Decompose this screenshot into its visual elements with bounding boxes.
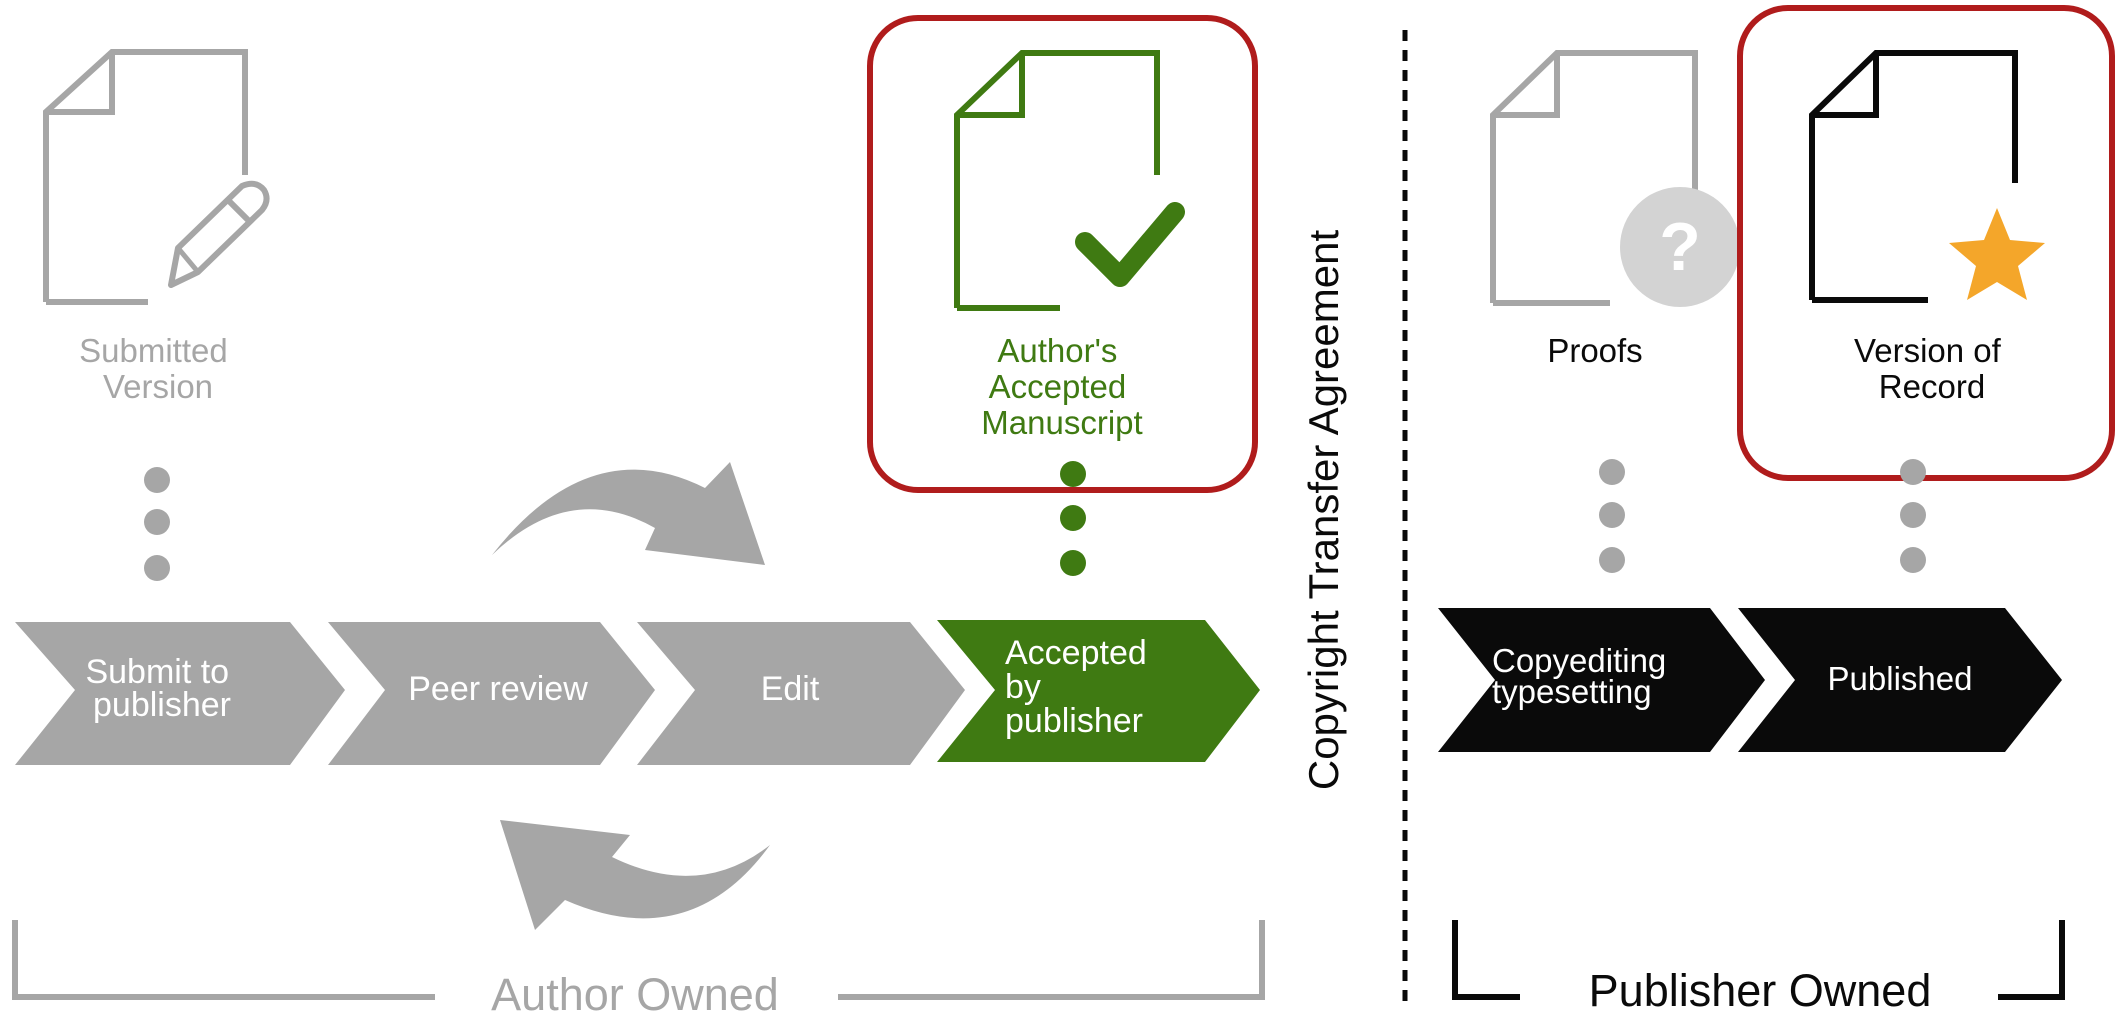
revision-arrow-back xyxy=(500,820,770,930)
pencil-icon xyxy=(168,180,270,288)
connector-dots xyxy=(1599,459,1625,573)
star-icon xyxy=(1949,208,2045,300)
accepted-label-line1: Author's xyxy=(997,332,1117,369)
step-published: Published xyxy=(1738,608,2062,752)
author-owned-label: Author Owned xyxy=(491,969,779,1018)
submitted-label-line2: Version xyxy=(103,368,213,405)
connector-dots xyxy=(144,467,170,581)
checkmark-icon xyxy=(1075,202,1185,287)
step-label-line2: typesetting xyxy=(1492,673,1652,710)
highlight-box xyxy=(867,15,1258,493)
document-icon xyxy=(43,49,248,302)
svg-text:?: ? xyxy=(1659,209,1701,285)
accepted-manuscript-document: Author's Accepted Manuscript xyxy=(867,15,1258,576)
submitted-version-document: Submitted Version xyxy=(43,49,270,581)
step-copyediting-typesetting: Copyediting typesetting xyxy=(1438,608,1765,752)
publisher-owned-bracket: Publisher Owned xyxy=(1452,920,2065,1016)
step-label-line2: publisher xyxy=(93,686,231,724)
step-label-line2: by xyxy=(1005,668,1041,706)
record-label-line1: Version of xyxy=(1854,332,2002,369)
accepted-label-line3: Manuscript xyxy=(981,404,1142,441)
step-edit: Edit xyxy=(637,622,965,765)
record-label-line2: Record xyxy=(1879,368,1985,405)
svg-text:Copyediting typesetting: Copyediting typesetting xyxy=(1492,642,1675,710)
step-submit-to-publisher: Submit to publisher xyxy=(15,622,345,765)
submitted-label-line1: Submitted xyxy=(79,332,228,369)
author-owned-bracket: Author Owned xyxy=(12,920,1265,1020)
revision-arrow-forward xyxy=(492,462,765,565)
connector-dots xyxy=(1900,459,1926,573)
step-label: Published xyxy=(1828,660,1973,697)
step-label-line1: Copyediting xyxy=(1492,642,1666,679)
step-label: Peer review xyxy=(408,670,588,708)
proofs-document: ? Proofs xyxy=(1490,50,1740,573)
step-label: Edit xyxy=(761,670,820,708)
step-label-line1: Accepted xyxy=(1005,634,1147,672)
step-label-line3: publisher xyxy=(1005,702,1143,740)
copyright-transfer-label: Copyright Transfer Agreement xyxy=(1300,230,1347,791)
version-of-record-document: Version of Record xyxy=(1737,5,2115,573)
proofs-label: Proofs xyxy=(1547,332,1642,369)
publisher-owned-label: Publisher Owned xyxy=(1589,965,1932,1016)
svg-text:Version of Record: Version of Record xyxy=(1854,332,2010,405)
question-icon: ? xyxy=(1620,187,1740,307)
highlight-box xyxy=(1737,5,2115,481)
accepted-label-line2: Accepted xyxy=(989,368,1127,405)
svg-text:Submitted Version: Submitted Version xyxy=(79,332,237,405)
step-accepted-by-publisher: Accepted by publisher xyxy=(937,620,1260,762)
connector-dots xyxy=(1060,461,1086,576)
step-peer-review: Peer review xyxy=(328,622,655,765)
svg-text:Author's Accepted: Author's Accepted Manuscript xyxy=(981,332,1142,441)
svg-text:Accepted by publis: Accepted by publisher xyxy=(1005,634,1156,740)
svg-text:Submit to publisher: Submit to publisher xyxy=(85,653,238,724)
step-label-line1: Submit to xyxy=(85,653,229,691)
